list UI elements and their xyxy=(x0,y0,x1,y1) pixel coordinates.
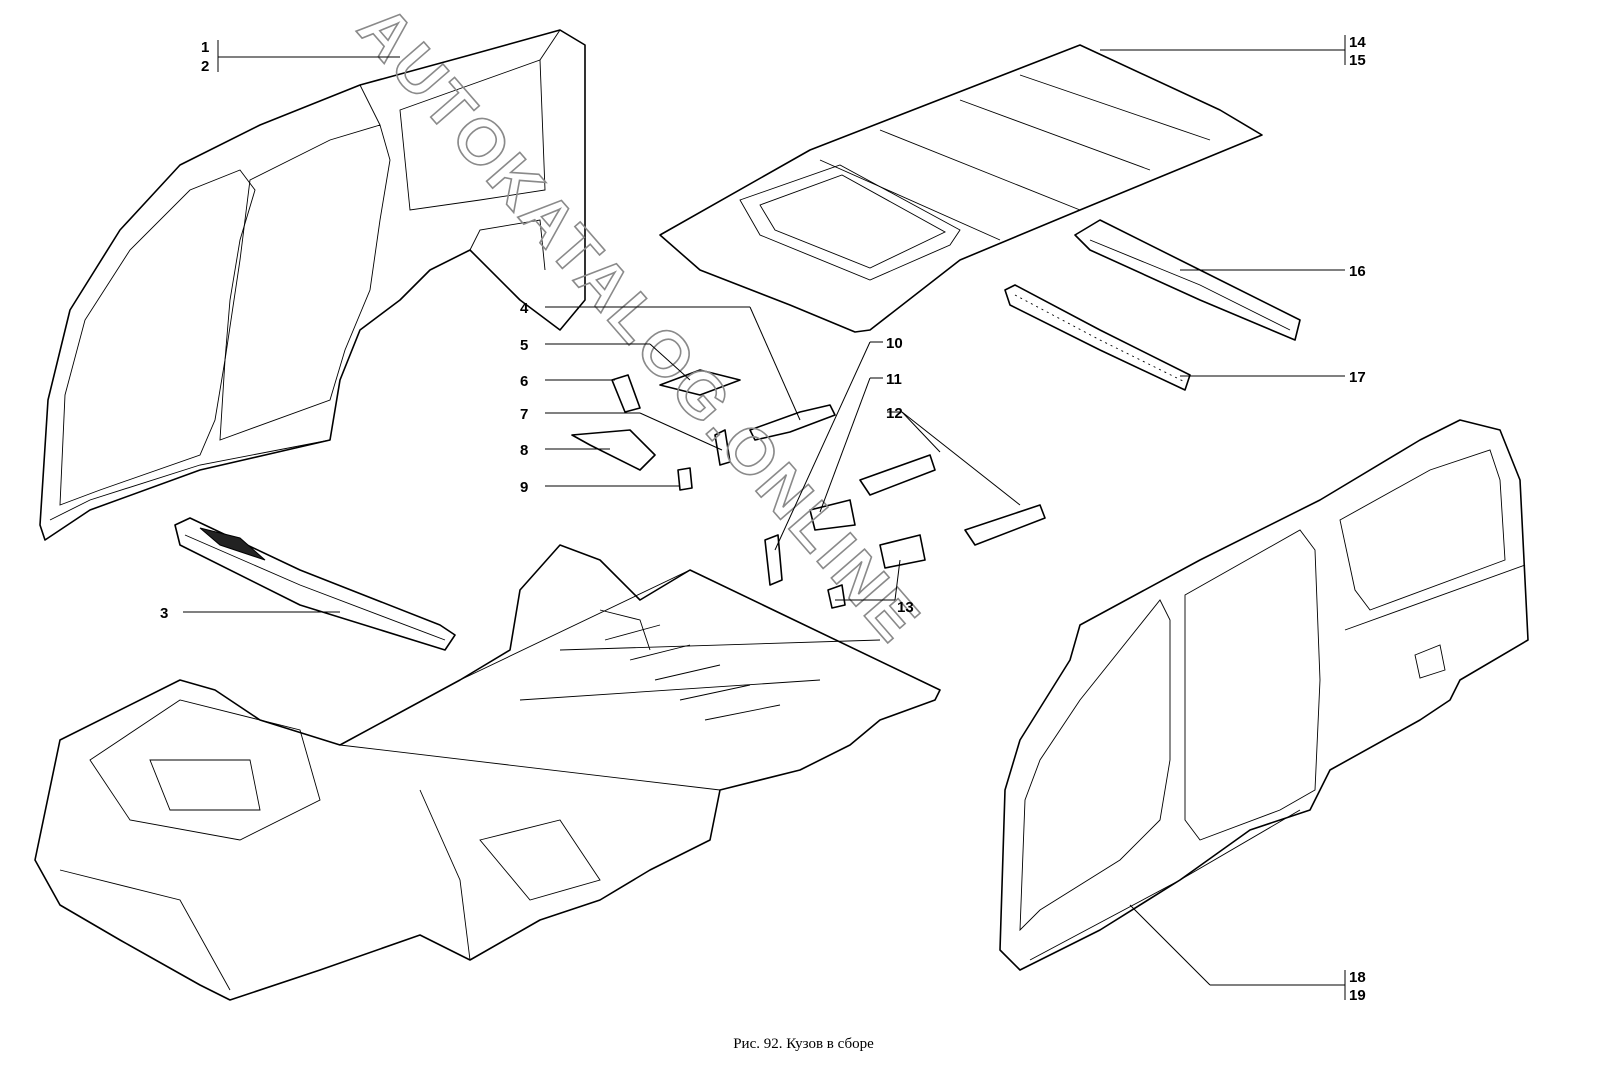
callout-7: 7 xyxy=(520,406,528,423)
bracket-parts xyxy=(571,369,1046,609)
callout-10: 10 xyxy=(886,335,903,352)
callout-numbers: 1 2 3 4 5 6 7 8 9 10 11 12 13 14 15 16 1… xyxy=(160,34,1366,1004)
roof-front-bow xyxy=(1004,284,1191,391)
roof-panel xyxy=(659,44,1263,333)
callout-11: 11 xyxy=(886,371,902,388)
roof-rear-bow xyxy=(1074,219,1301,341)
left-side-panel xyxy=(39,29,586,541)
callout-19: 19 xyxy=(1349,987,1366,1004)
callout-15: 15 xyxy=(1349,52,1366,69)
callout-13: 13 xyxy=(897,599,914,616)
right-side-panel xyxy=(999,419,1529,971)
callout-3: 3 xyxy=(160,605,168,622)
callout-16: 16 xyxy=(1349,263,1366,280)
callout-12: 12 xyxy=(886,405,903,422)
callout-18: 18 xyxy=(1349,969,1366,986)
callout-14: 14 xyxy=(1349,34,1366,51)
callout-5: 5 xyxy=(520,337,528,354)
cowl-panel xyxy=(174,517,456,651)
leader-lines xyxy=(183,35,1346,1000)
figure-caption: Рис. 92. Кузов в сборе xyxy=(733,1036,874,1052)
callout-2: 2 xyxy=(201,58,209,75)
callout-17: 17 xyxy=(1349,369,1366,386)
callout-1: 1 xyxy=(201,39,209,56)
callout-6: 6 xyxy=(520,373,528,390)
callout-8: 8 xyxy=(520,442,528,459)
underbody-floor xyxy=(34,544,941,1001)
callout-4: 4 xyxy=(520,300,529,317)
callout-9: 9 xyxy=(520,479,528,496)
